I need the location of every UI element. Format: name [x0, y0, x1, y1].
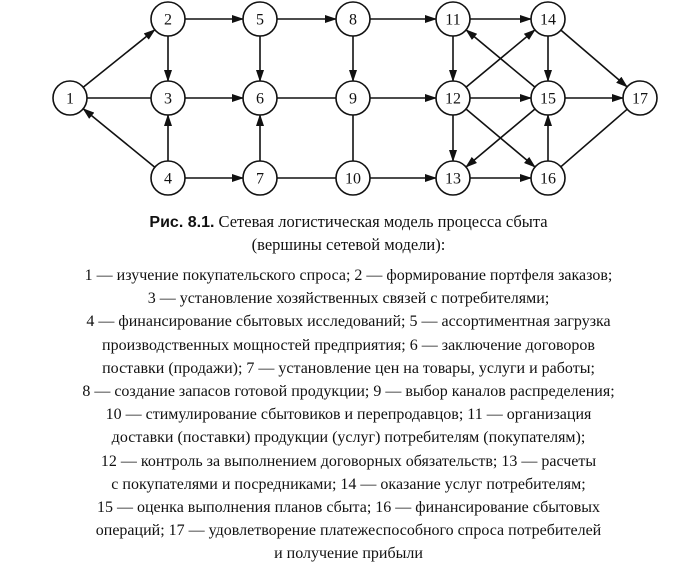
node-circle	[150, 160, 186, 196]
node-label: 11	[445, 12, 460, 29]
edge-15-13	[465, 108, 536, 168]
edge-14-17	[560, 29, 628, 88]
node-label: 10	[345, 171, 361, 188]
node-circle	[622, 80, 658, 116]
legend-line: и получение прибыли	[274, 545, 423, 563]
node-label: 2	[164, 12, 172, 29]
node-label: 5	[256, 12, 264, 29]
node-circle	[335, 1, 371, 37]
node-circle	[530, 80, 566, 116]
node-6: 6	[242, 80, 278, 116]
node-circle	[150, 80, 186, 116]
node-1: 1	[52, 80, 88, 116]
node-label: 7	[256, 171, 264, 188]
node-2: 2	[150, 1, 186, 37]
legend-line: 3 — установление хозяйственных связей с …	[147, 290, 550, 308]
node-label: 16	[540, 171, 556, 188]
node-label: 6	[256, 91, 264, 108]
edge-layer	[82, 15, 628, 182]
node-label: 8	[349, 12, 357, 29]
node-circle	[150, 1, 186, 37]
legend-line: 1 — изучение покупательского спроса; 2 —…	[84, 267, 613, 284]
legend-line: 12 — контроль за выполнением договорных …	[100, 452, 597, 470]
node-circle	[242, 160, 278, 196]
node-7: 7	[242, 160, 278, 196]
node-11: 11	[435, 1, 471, 37]
node-label: 13	[445, 171, 461, 188]
edge-4-1	[82, 108, 156, 168]
node-5: 5	[242, 1, 278, 37]
node-circle	[530, 1, 566, 37]
node-label: 12	[445, 91, 461, 108]
node-label: 15	[540, 91, 556, 108]
node-label: 3	[164, 91, 172, 108]
legend-line: 15 — оценка выполнения планов сбыта; 16 …	[96, 499, 601, 517]
edge-16-17	[560, 108, 628, 168]
caption-title-text: Сетевая логистическая модель процесса сб…	[218, 212, 548, 231]
node-circle	[530, 160, 566, 196]
figure-caption: Рис. 8.1. Сетевая логистическая модель п…	[0, 211, 697, 566]
node-label: 9	[349, 91, 357, 108]
node-label: 1	[66, 91, 74, 108]
node-circle	[435, 160, 471, 196]
node-17: 17	[622, 80, 658, 116]
node-8: 8	[335, 1, 371, 37]
node-13: 13	[435, 160, 471, 196]
node-label: 17	[632, 91, 648, 108]
legend-line: 4 — финансирование сбытовых исследований…	[86, 313, 611, 331]
node-10: 10	[335, 160, 371, 196]
caption-title-line-2: (вершины сетевой модели):	[251, 235, 446, 254]
caption-title-line-1: Рис. 8.1. Сетевая логистическая модель п…	[0, 211, 697, 234]
node-12: 12	[435, 80, 471, 116]
caption-title: Рис. 8.1. Сетевая логистическая модель п…	[0, 211, 697, 256]
caption-legend: 1 — изучение покупательского спроса; 2 —…	[0, 264, 697, 566]
legend-line: поставки (продажи); 7 — установление цен…	[102, 359, 595, 377]
node-label: 4	[164, 171, 172, 188]
edge-15-11	[465, 29, 536, 88]
node-4: 4	[150, 160, 186, 196]
node-14: 14	[530, 1, 566, 37]
legend-line: с покупателями и посредниками; 14 — оказ…	[111, 475, 586, 493]
legend-line: 10 — стимулирование сбытовиков и перепро…	[105, 406, 592, 424]
edge-1-2	[82, 29, 156, 88]
node-9: 9	[335, 80, 371, 116]
node-circle	[335, 80, 371, 116]
node-circle	[242, 1, 278, 37]
node-circle	[435, 80, 471, 116]
node-circle	[52, 80, 88, 116]
legend-line: производственных мощностей предприятия; …	[102, 336, 595, 354]
node-3: 3	[150, 80, 186, 116]
node-16: 16	[530, 160, 566, 196]
node-circle	[435, 1, 471, 37]
node-circle	[242, 80, 278, 116]
figure-number: Рис. 8.1.	[149, 214, 215, 231]
node-label: 14	[540, 12, 556, 29]
node-15: 15	[530, 80, 566, 116]
node-circle	[335, 160, 371, 196]
legend-line: операций; 17 — удовлетворение платежеспо…	[95, 522, 602, 540]
legend-line: 8 — создание запасов готовой продукции; …	[82, 383, 615, 401]
legend-line: доставки (поставки) продукции (услуг) по…	[111, 429, 586, 447]
